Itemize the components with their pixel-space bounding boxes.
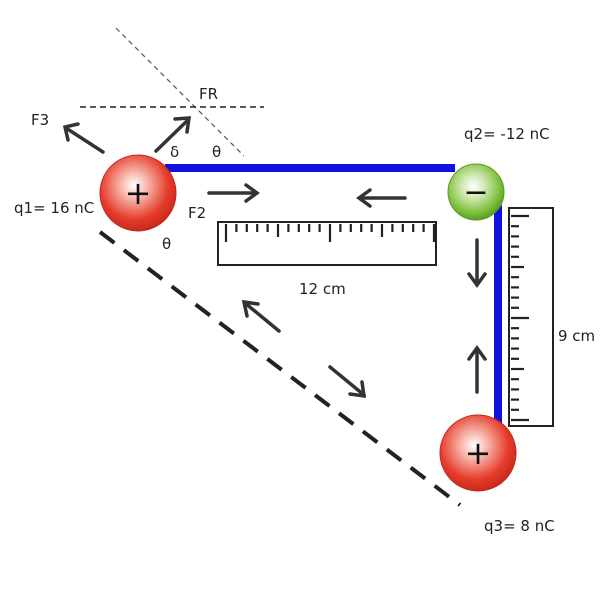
q2-force-from-q1-arrow — [356, 188, 407, 208]
q1-label: q1= 16 nC — [14, 199, 94, 217]
theta-angle-label-bottom: θ — [162, 235, 171, 253]
q1-q3-dashed-line — [98, 230, 462, 507]
horizontal-distance-label: 12 cm — [299, 280, 346, 298]
q2-force-from-q3-arrow — [467, 238, 487, 288]
charge-q3: + — [439, 414, 517, 492]
q1-sign: + — [125, 174, 152, 212]
vertical-distance-label: 9 cm — [558, 327, 595, 345]
q3-sign: + — [465, 434, 492, 472]
q1-force-from-q3-arrow — [241, 299, 281, 333]
delta-angle-label: δ — [170, 143, 179, 161]
horizontal-ruler — [217, 221, 437, 266]
q3-force-from-q2-arrow — [467, 345, 487, 394]
vertical-ruler — [508, 207, 554, 427]
theta-angle-label-top: θ — [212, 143, 221, 161]
q3-label: q3= 8 nC — [484, 517, 555, 535]
q2-label: q2= -12 nC — [464, 125, 550, 143]
fr-arrow — [154, 116, 192, 153]
f2-arrow — [207, 183, 260, 203]
q2-sign: − — [463, 175, 488, 210]
charge-q2: − — [447, 163, 505, 221]
q3-force-from-q1-arrow — [328, 365, 367, 399]
f3-arrow — [62, 122, 105, 154]
fr-label: FR — [199, 85, 218, 103]
f2-label: F2 — [188, 204, 206, 222]
charge-q1: + — [99, 154, 177, 232]
f3-label: F3 — [31, 111, 49, 129]
resultant-direction-line — [115, 27, 245, 157]
